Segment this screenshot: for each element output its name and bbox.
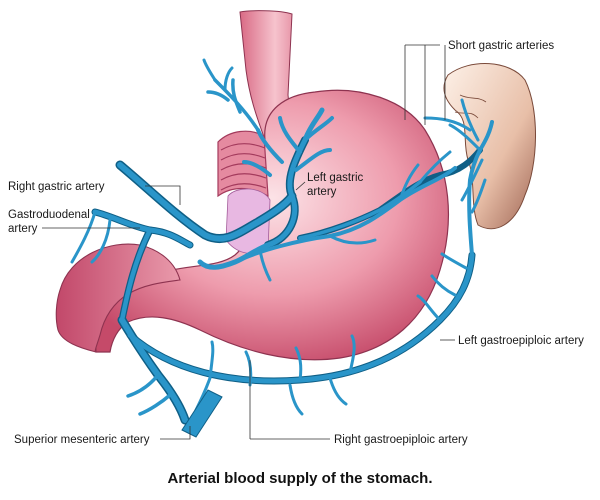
- label-superior-mesenteric: Superior mesenteric artery: [14, 434, 150, 446]
- label-right-gastric: Right gastric artery: [8, 181, 105, 193]
- figure-caption: Arterial blood supply of the stomach.: [167, 470, 432, 487]
- label-gastroduodenal-line1: Gastroduodenal: [8, 209, 90, 221]
- leader-lines: [42, 44, 455, 440]
- spleen: [443, 63, 536, 230]
- label-right-gastroepiploic: Right gastroepiploic artery: [334, 434, 468, 446]
- label-left-gastric-line2: artery: [307, 186, 337, 198]
- superior-mesenteric-trunk: [181, 389, 223, 438]
- label-left-gastroepiploic: Left gastroepiploic artery: [458, 335, 584, 347]
- label-gastroduodenal-line2: artery: [8, 223, 38, 235]
- spleen-crease: [454, 94, 487, 119]
- label-left-gastric-line1: Left gastric: [307, 172, 363, 184]
- stomach-body: [95, 89, 450, 361]
- arterial-tree: [70, 58, 494, 438]
- labels: Short gastric arteries Right gastric art…: [8, 40, 584, 446]
- label-short-gastric: Short gastric arteries: [448, 40, 554, 52]
